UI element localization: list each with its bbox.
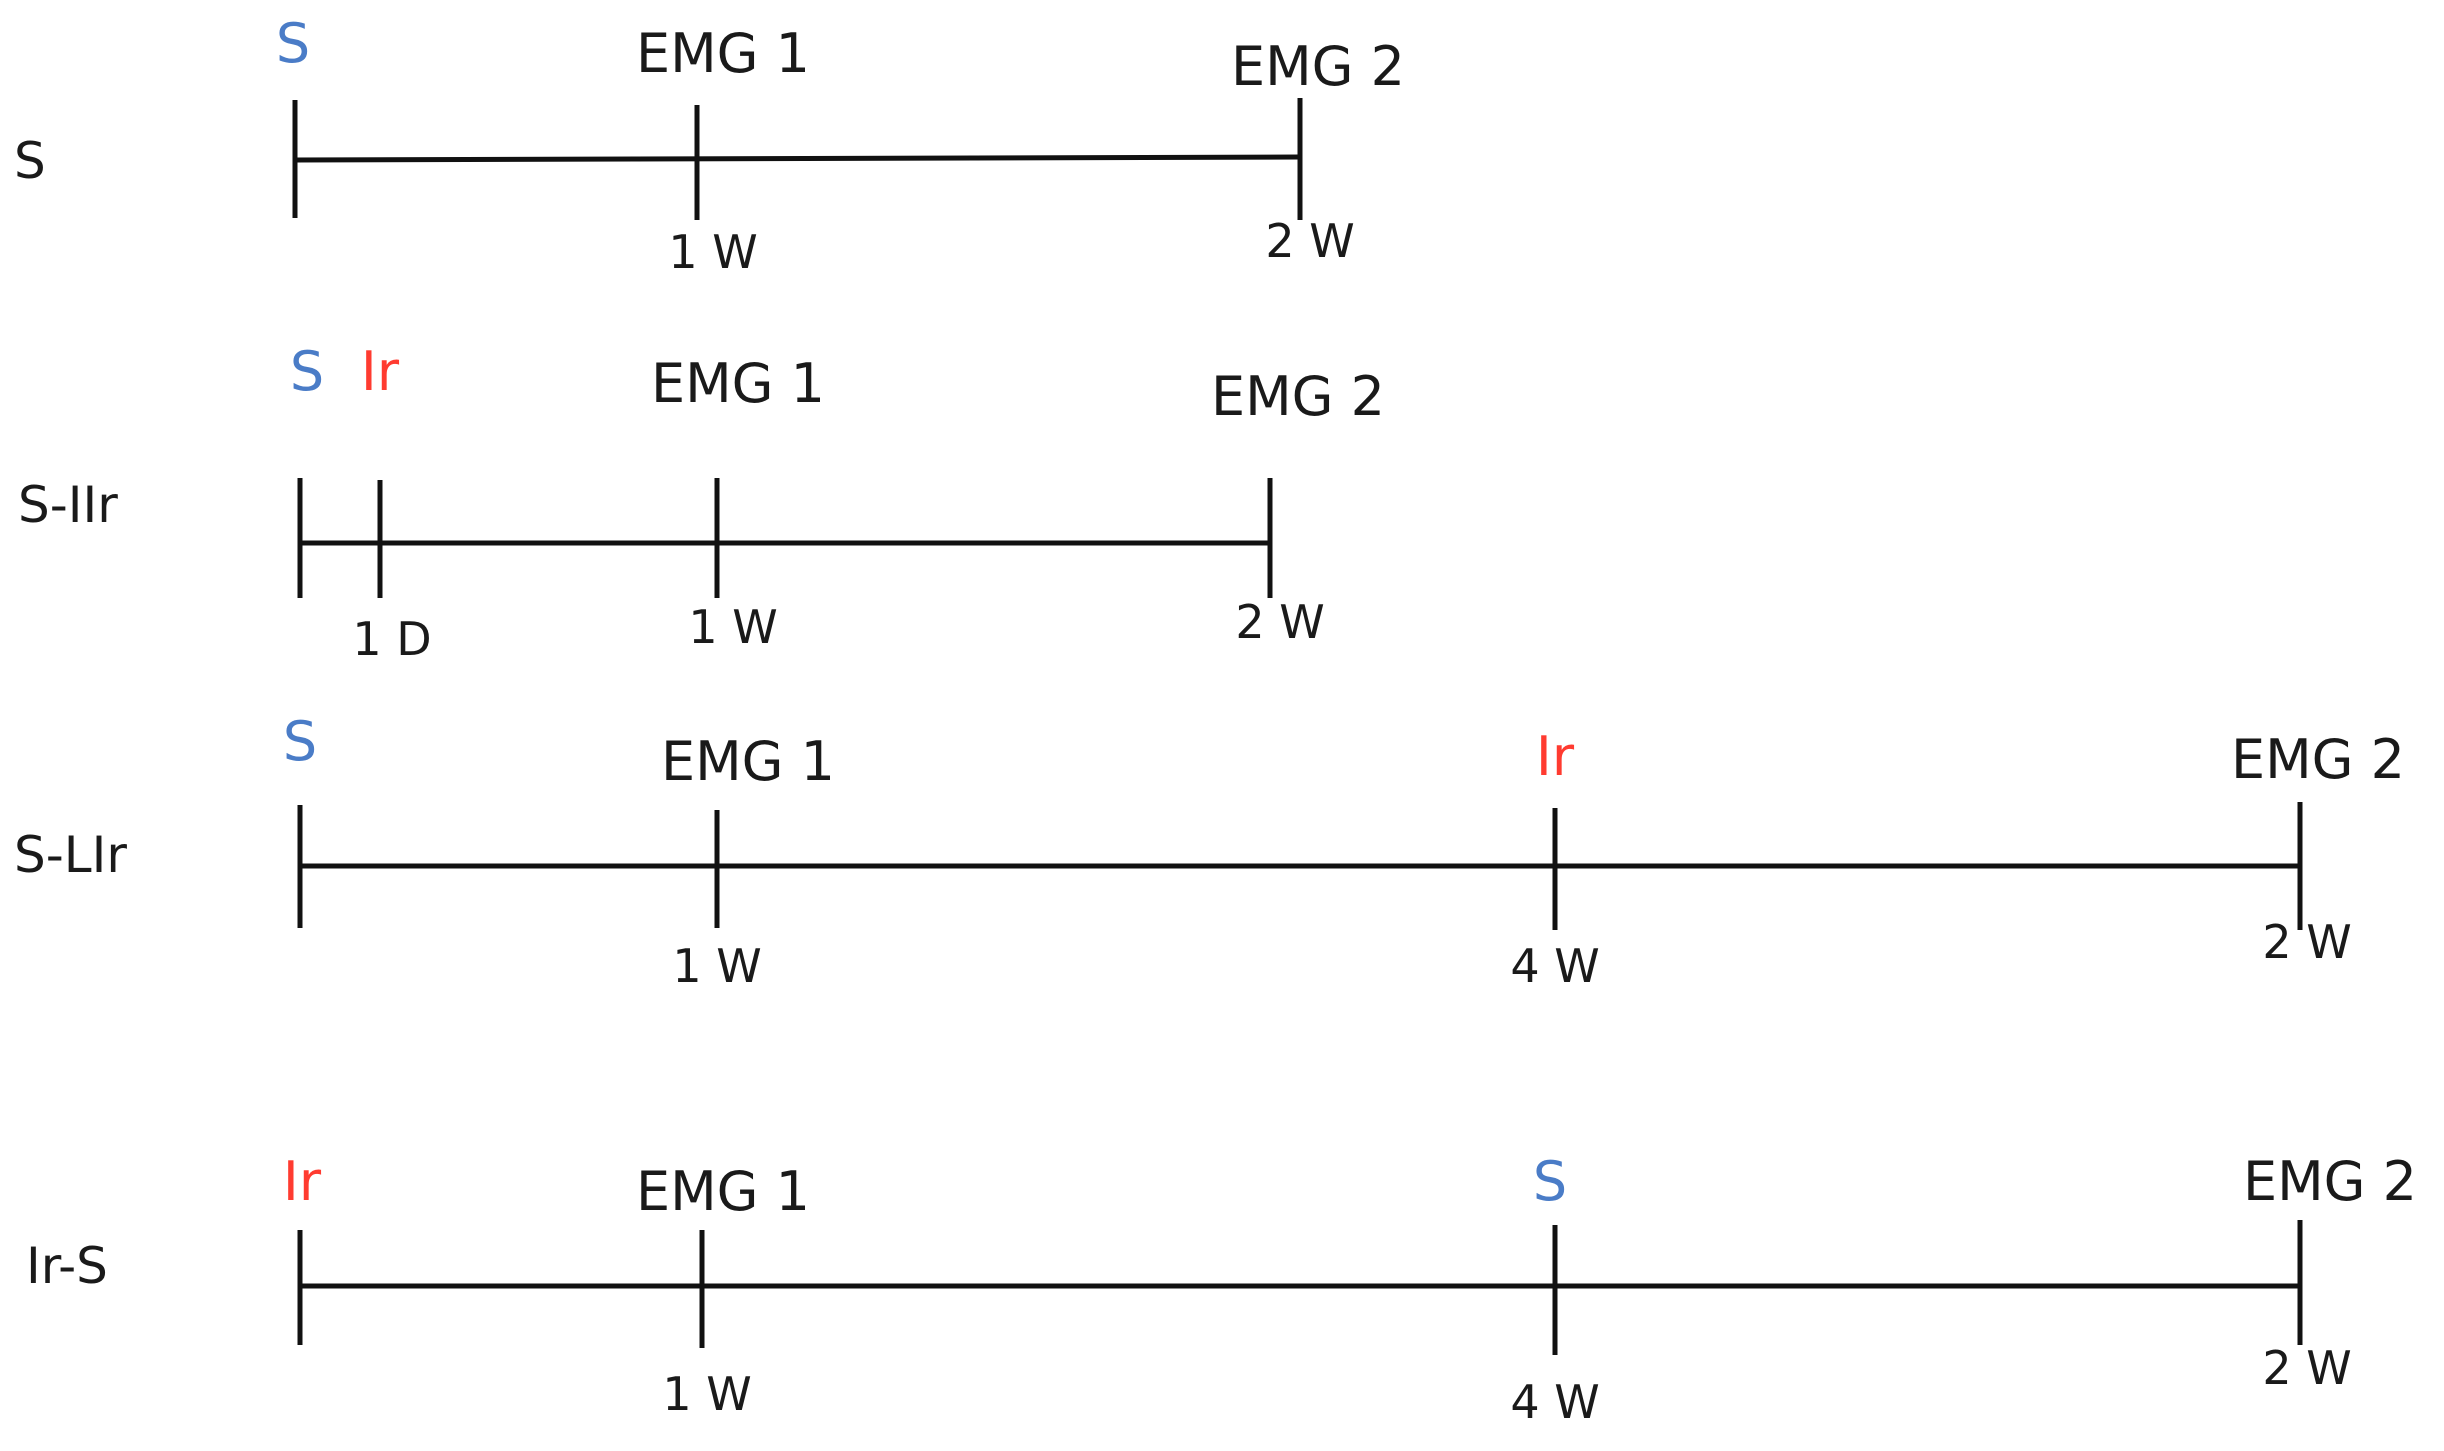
event-top-label: Ir (361, 340, 400, 403)
event-top-label: EMG 2 (2231, 728, 2405, 791)
event-top-label: S (276, 12, 310, 75)
event-time-label: 4 W (1510, 939, 1599, 993)
event-time-label: 4 W (1510, 1375, 1599, 1429)
event-time-label: 1 W (668, 225, 757, 279)
event-top-label: EMG 1 (661, 730, 835, 793)
timeline-row-s: S S EMG 1 EMG 2 1 W 2 W (14, 12, 1405, 279)
event-top-label: S (283, 710, 317, 773)
timeline-row-ir-s: Ir-S Ir EMG 1 S EMG 2 1 W 4 W 2 W (26, 1150, 2417, 1429)
event-time-label: 1 W (672, 939, 761, 993)
event-top-label: EMG 2 (1211, 365, 1385, 428)
timeline-row-s-iir: S-IIr S Ir EMG 1 EMG 2 1 D 1 W 2 W (18, 340, 1385, 666)
row-label: S (14, 132, 46, 190)
event-top-label: S (1533, 1150, 1567, 1213)
event-time-label: 2 W (1265, 214, 1354, 268)
event-top-label: EMG 1 (636, 22, 810, 85)
event-top-label: EMG 1 (651, 352, 825, 415)
event-top-label: EMG 2 (2243, 1150, 2417, 1213)
event-time-label: 1 W (662, 1367, 751, 1421)
event-time-label: 2 W (2262, 1341, 2351, 1395)
event-time-label: 1 W (688, 600, 777, 654)
row-label: Ir-S (26, 1237, 108, 1295)
event-top-label: S (290, 340, 324, 403)
event-time-label: 2 W (2262, 915, 2351, 969)
event-time-label: 2 W (1235, 595, 1324, 649)
event-time-label: 1 D (352, 612, 431, 666)
event-top-label: EMG 2 (1231, 35, 1405, 98)
timeline-axis (294, 154, 1301, 163)
row-label: S-IIr (18, 476, 118, 534)
row-label: S-LIr (14, 826, 127, 884)
event-top-label: EMG 1 (636, 1160, 810, 1223)
timeline-row-s-lir: S-LIr S EMG 1 Ir EMG 2 1 W 4 W 2 W (14, 710, 2405, 993)
event-top-label: Ir (1536, 725, 1575, 788)
event-top-label: Ir (283, 1150, 322, 1213)
